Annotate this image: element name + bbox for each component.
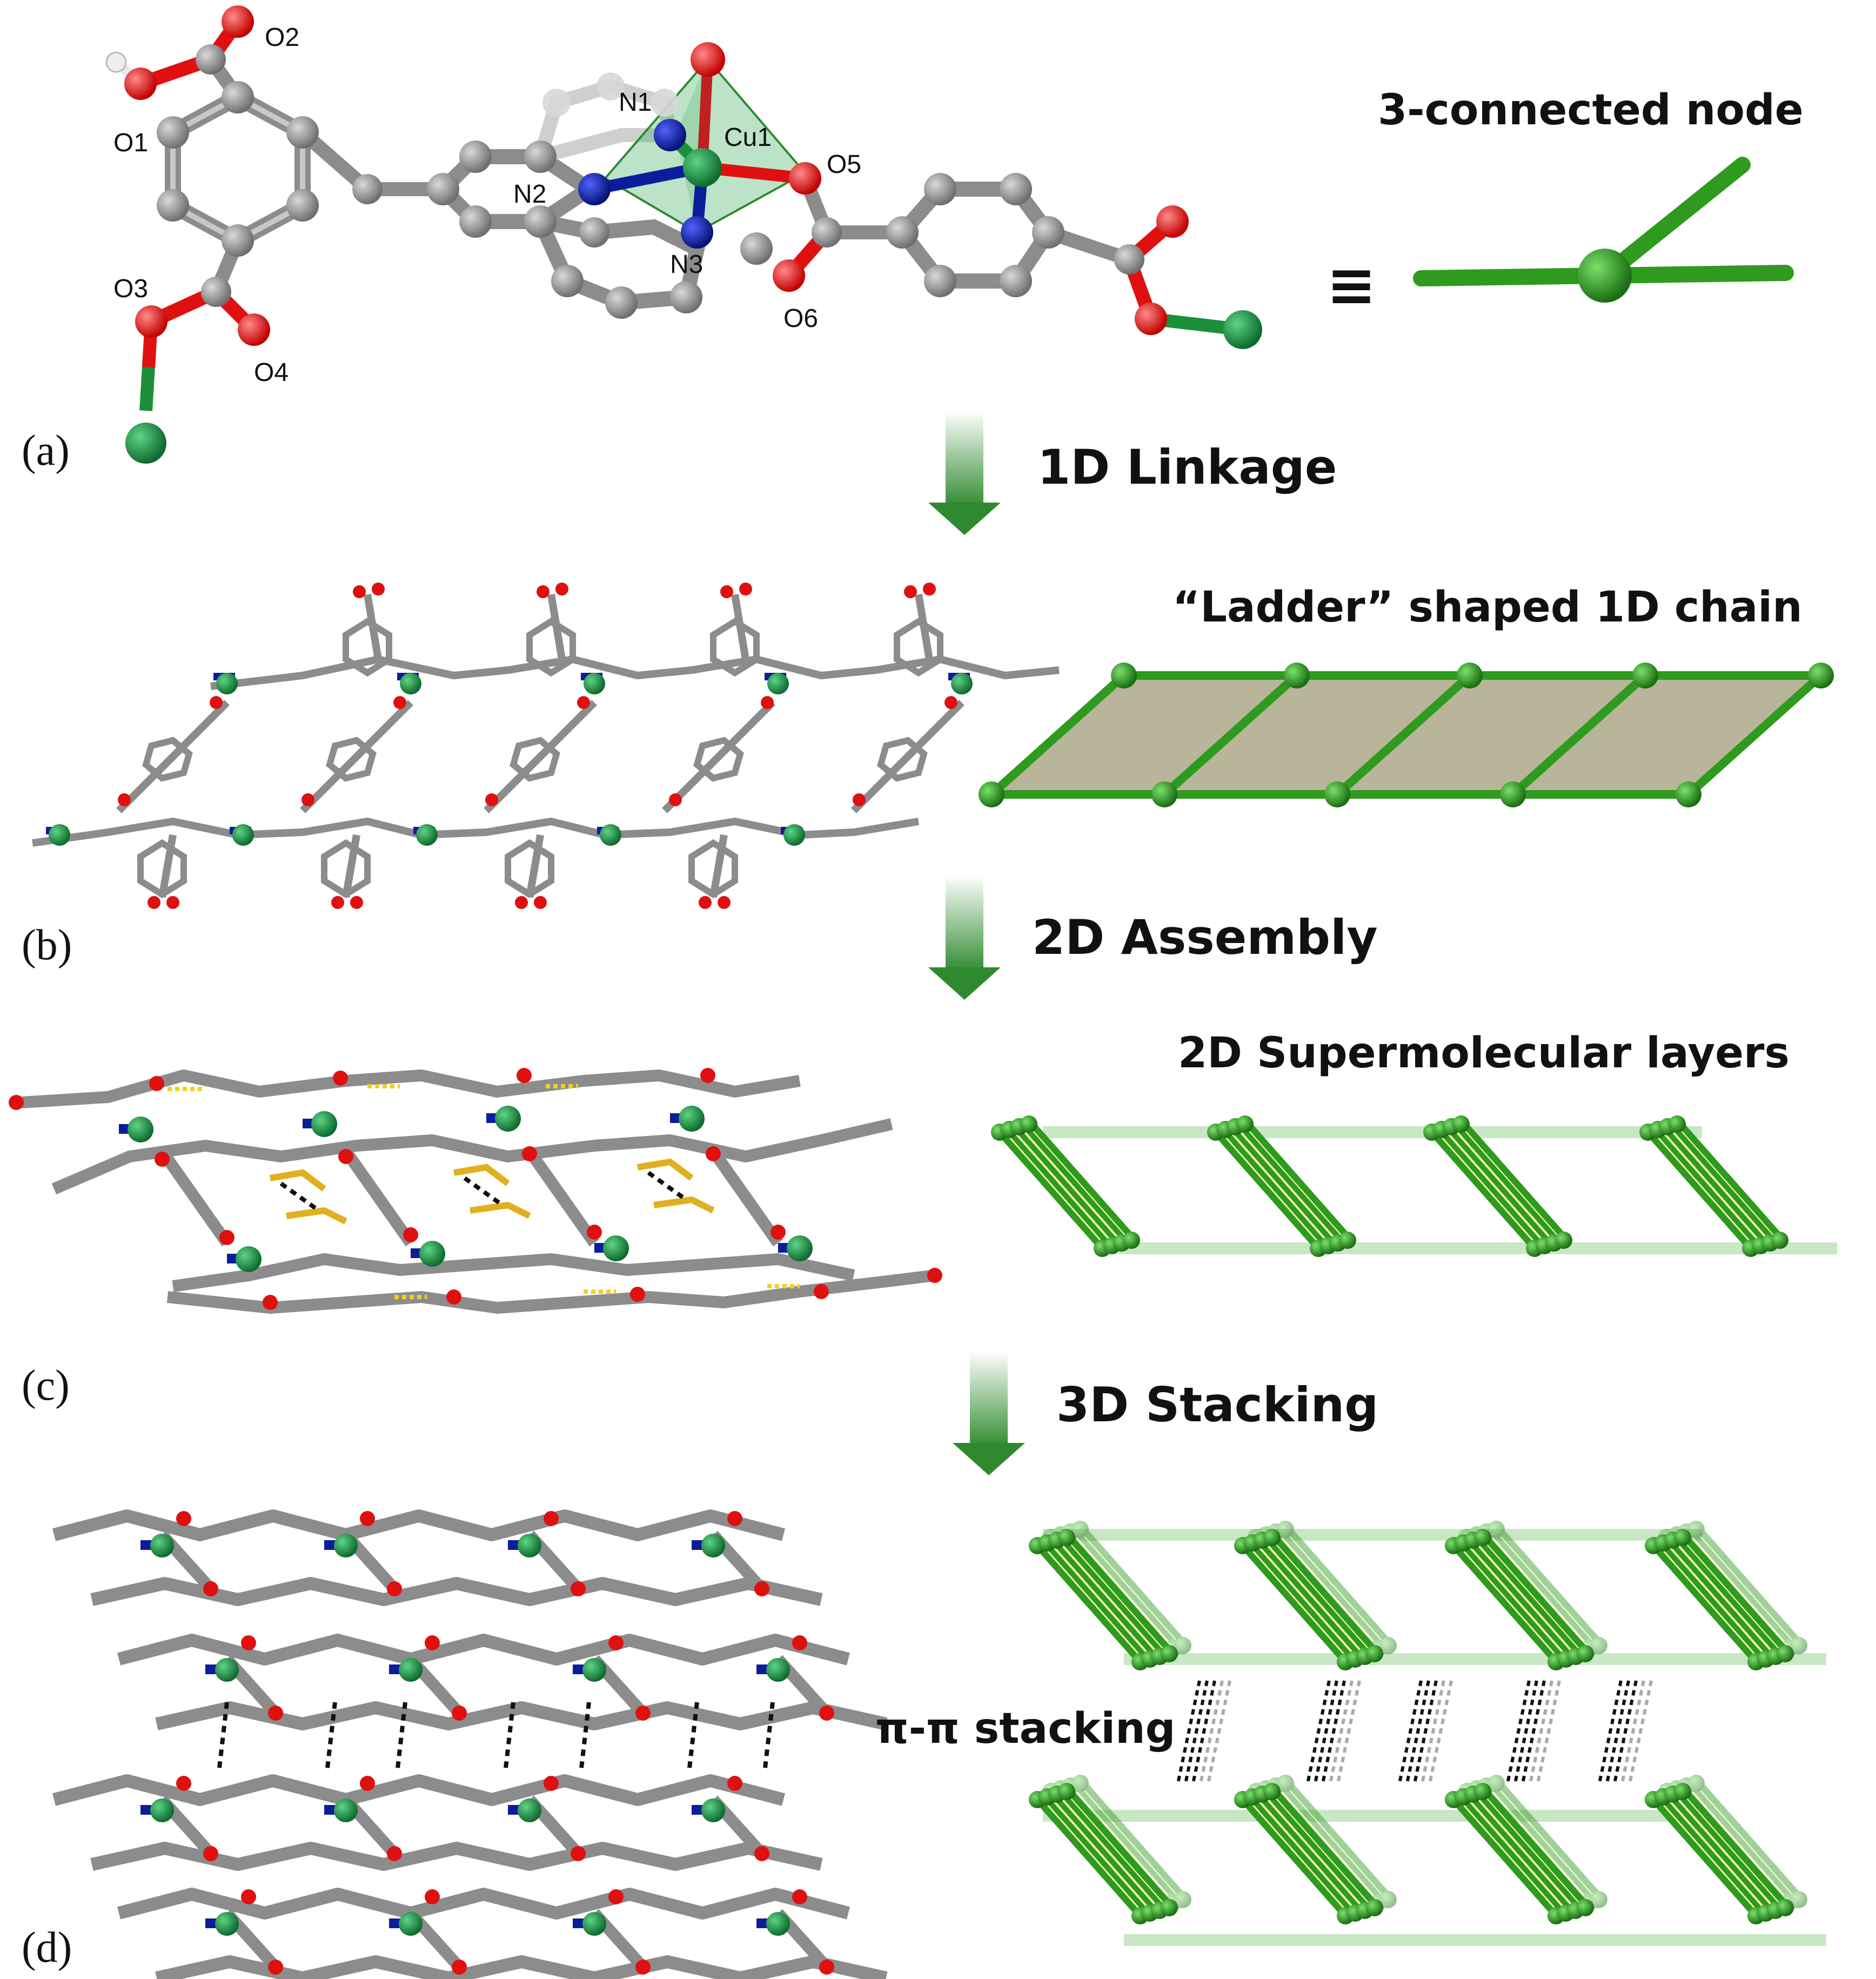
ladder-slab [1445,1783,1594,1924]
crystal-layer-row [52,1774,823,1871]
ladder-slab [1445,1529,1594,1670]
ladder-slab [991,1115,1140,1257]
ladder-slab [1639,1115,1788,1257]
layers-diagram [991,1115,1837,1257]
atom-label-o5: O5 [827,150,861,179]
panel-label-c: (c) [22,1362,70,1409]
panel-label-d: (d) [22,1924,72,1971]
step-label-stacking: 3D Stacking [1056,1377,1378,1433]
crystal-layer-row [52,1509,823,1606]
atom-label-o4: O4 [254,358,289,387]
ladder-slab [1423,1115,1572,1257]
ladder-slab [1645,1783,1794,1924]
atom-label-o1: O1 [113,129,148,157]
crystal-layer-row [117,1888,888,1979]
ladder-slab [1234,1783,1383,1924]
step-label-assembly: 2D Assembly [1032,910,1378,965]
panel-label-b: (b) [22,921,72,969]
ladder-chain-diagram [979,663,1834,807]
panel-c-crystal-layer [9,1068,942,1314]
atom-label-o2: O2 [265,23,299,52]
atom-label-cu1: Cu1 [724,123,772,152]
ladder-slab [1207,1115,1356,1257]
panel-d-crystal-stack [52,1509,888,1979]
crystal-layer-row [117,1634,888,1730]
atom-label-o6: O6 [783,304,818,333]
step-arrow-assembly [928,875,1001,1000]
ladder-slab [1029,1529,1178,1670]
step-arrow-linkage [928,411,1001,535]
atom-label-n3: N3 [670,250,703,279]
atom-label-o3: O3 [113,275,148,303]
equivalence-symbol: ≡ [1326,250,1376,319]
ladder-slab [1234,1529,1383,1670]
atom-label-n1: N1 [619,88,652,117]
ladder-slab [1029,1783,1178,1924]
step-arrow-stacking [953,1351,1025,1475]
panel-a-molecule: O2 O1 O3 O4 N1 Cu1 N2 O5 N3 O6 [105,5,1262,464]
node-title: 3-connected node [1378,86,1804,135]
panel-b-crystal-chain [32,583,1060,909]
panel-label-a: (a) [22,427,70,474]
ladder-title: “Ladder” shaped 1D chain [1172,583,1803,632]
atom-label-n2: N2 [513,180,546,209]
ladder-slab [1645,1529,1794,1670]
step-label-linkage: 1D Linkage [1037,439,1337,495]
pi-stacking-label: π-π stacking [875,1704,1175,1753]
stacking-diagram [1029,1521,1826,1946]
layers-title: 2D Supermolecular layers [1178,1029,1790,1078]
three-connected-node: 3-connected node [1378,86,1804,303]
